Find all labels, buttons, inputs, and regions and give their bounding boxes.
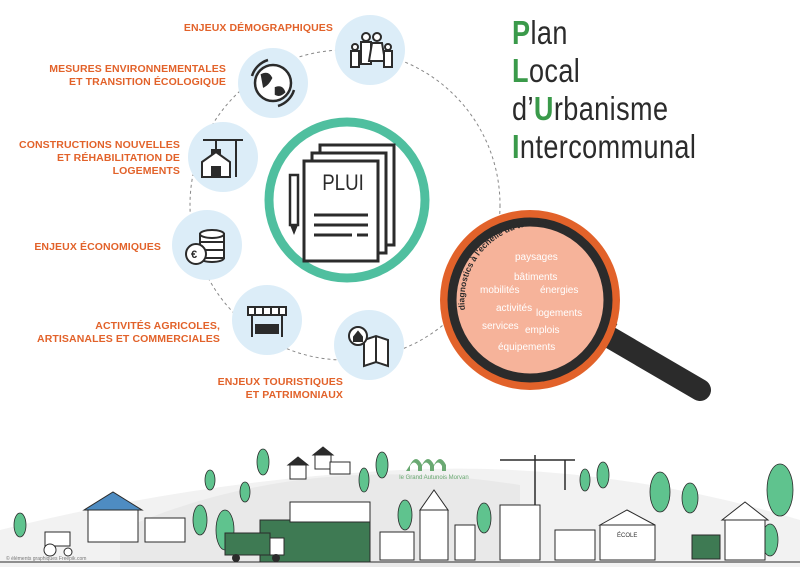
market-stall-icon bbox=[232, 285, 302, 355]
word-services: services bbox=[482, 321, 519, 332]
construction-icon bbox=[188, 122, 258, 192]
word-equipements: équipements bbox=[498, 342, 555, 353]
map-location-icon bbox=[334, 310, 404, 380]
word-emplois: emplois bbox=[525, 325, 559, 336]
grand-autunois-logo bbox=[406, 459, 446, 471]
town-name-label: le Grand Autunois Morvan bbox=[399, 475, 469, 481]
title-line-local: Local bbox=[512, 52, 581, 89]
word-paysages: paysages bbox=[515, 252, 558, 263]
family-icon bbox=[335, 15, 405, 85]
town-landscape-illustration bbox=[0, 446, 800, 567]
theme-label-demographics: ENJEUX DÉMOGRAPHIQUES bbox=[183, 22, 333, 34]
magnifying-glass-icon: diagnostics à l'échelle du territoire pa… bbox=[440, 210, 711, 401]
coins-euro-icon: € bbox=[172, 210, 242, 280]
theme-label-tourism: ENJEUX TOURISTIQUES ET PATRIMONIAUX bbox=[217, 376, 343, 401]
image-credit: © éléments graphiques Freepik.com bbox=[6, 556, 87, 562]
theme-label-activities: ACTIVITÉS AGRICOLES, ARTISANALES ET COMM… bbox=[37, 320, 220, 345]
globe-icon bbox=[238, 48, 308, 118]
svg-text:€: € bbox=[191, 249, 197, 261]
word-activites: activités bbox=[496, 303, 532, 314]
school-sign: ÉCOLE bbox=[617, 533, 638, 539]
pluri-document-illustration bbox=[264, 117, 430, 283]
title-line-urbanisme: d’Urbanisme bbox=[512, 90, 669, 127]
theme-label-environment: MESURES ENVIRONNEMENTALES ET TRANSITION … bbox=[49, 63, 226, 88]
plan-title: Plan Local d’Urbanisme Intercommunal bbox=[512, 14, 737, 166]
word-mobilites: mobilités bbox=[480, 285, 519, 296]
theme-label-economy: ENJEUX ÉCONOMIQUES bbox=[34, 241, 161, 253]
title-line-intercommunal: Intercommunal bbox=[512, 128, 697, 165]
title-line-plan: Plan bbox=[512, 14, 568, 51]
theme-label-construction: CONSTRUCTIONS NOUVELLES ET RÉHABILITATIO… bbox=[19, 139, 180, 177]
word-energies: énergies bbox=[540, 285, 578, 296]
word-logements: logements bbox=[536, 308, 582, 319]
document-label: PLUI bbox=[322, 170, 364, 195]
word-batiments: bâtiments bbox=[514, 272, 557, 283]
